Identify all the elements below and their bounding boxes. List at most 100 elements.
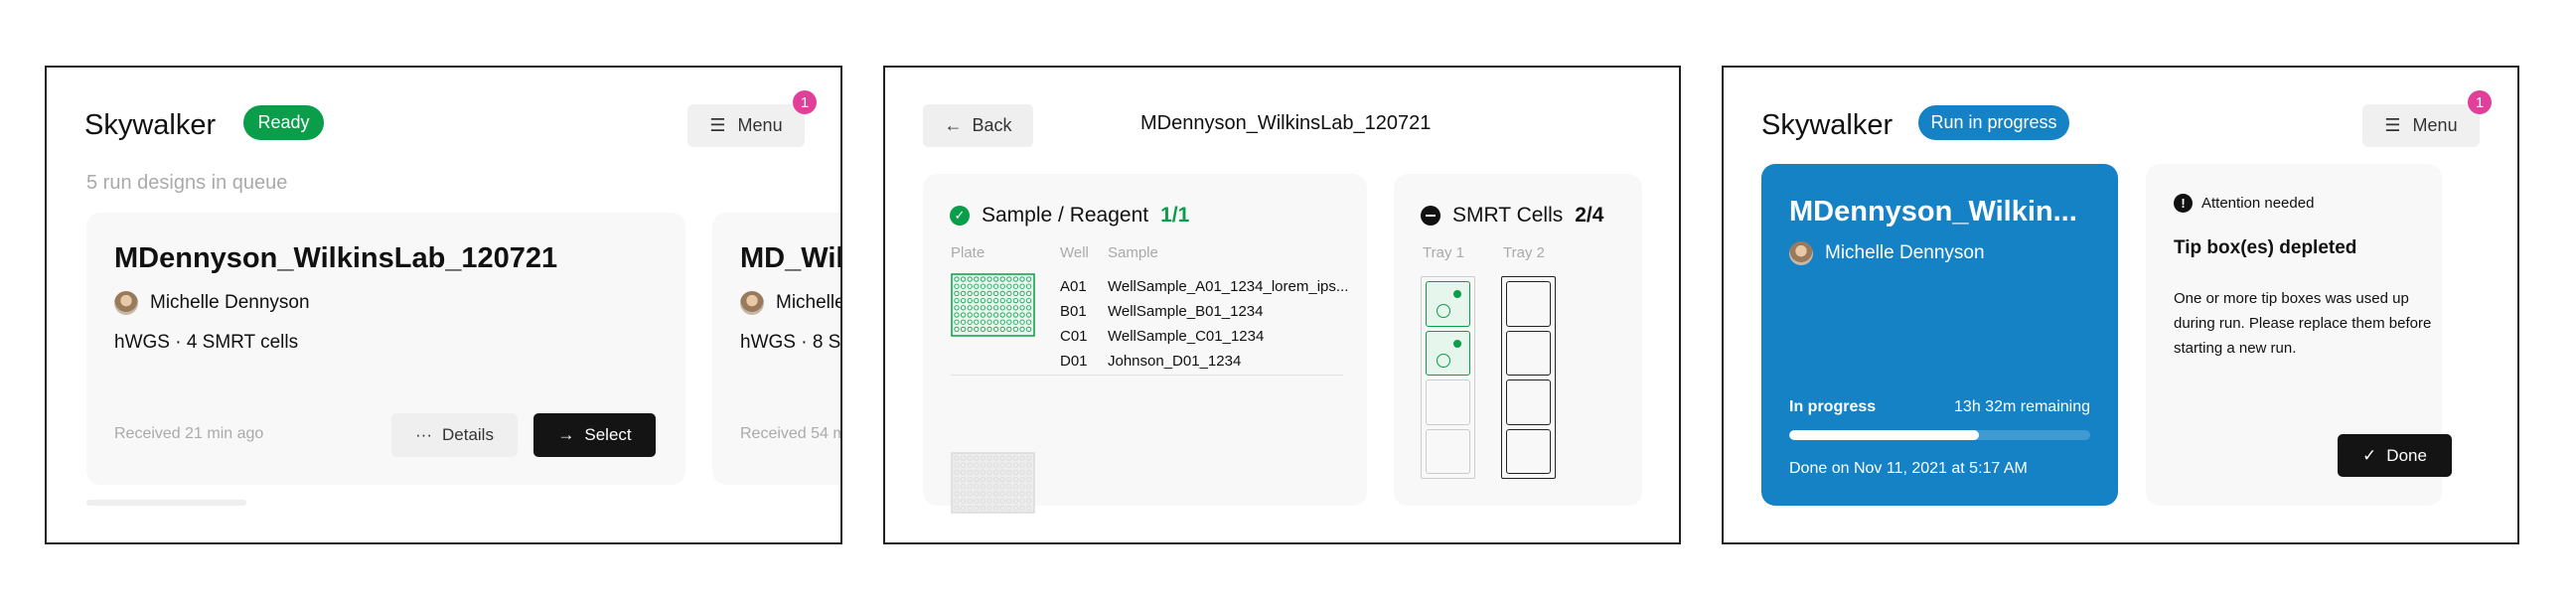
well-dot — [986, 484, 992, 490]
well-dot — [999, 476, 1005, 483]
well-dot — [1006, 305, 1012, 311]
arrow-left-icon: ← — [944, 115, 963, 135]
run-card[interactable]: MDennyson_WilkinsLab_120721 Michelle Den… — [86, 213, 685, 485]
well-dot — [1019, 498, 1025, 504]
run-details: hWGS · 8 SMRT cells — [740, 332, 841, 353]
plate-empty-icon[interactable] — [951, 452, 1035, 514]
well-dot — [1019, 319, 1025, 325]
run-owner: Michelle Dennyson — [740, 291, 840, 315]
well-dot — [999, 312, 1005, 318]
menu-button[interactable]: ☰Menu — [2362, 104, 2480, 147]
well-cell: C01 — [1060, 328, 1088, 345]
well-dot — [974, 312, 980, 318]
well-dot — [961, 297, 967, 304]
well-dot — [961, 276, 967, 282]
well-dot — [986, 469, 992, 475]
well-dot — [954, 312, 960, 318]
well-dot — [1019, 476, 1025, 483]
check-circle-icon: ✓ — [950, 206, 970, 226]
exclamation-icon: ! — [2174, 194, 2193, 213]
menu-button[interactable]: ☰Menu — [687, 104, 805, 147]
plate-loaded-icon[interactable] — [951, 273, 1035, 337]
smrt-header: SMRT Cells 2/4 — [1421, 204, 1603, 228]
well-dot — [967, 276, 973, 282]
smrt-cell-loaded[interactable] — [1426, 330, 1470, 376]
well-dot — [986, 498, 992, 504]
well-dot — [1026, 455, 1032, 461]
avatar — [740, 291, 764, 315]
select-button[interactable]: →Select — [533, 413, 656, 457]
well-dot — [974, 484, 980, 490]
screen-run-progress: Skywalker Run in progress ☰Menu 1 MDenny… — [1722, 66, 2519, 544]
time-remaining: 13h 32m remaining — [1954, 398, 2090, 415]
sample-cell: WellSample_C01_1234 — [1108, 328, 1265, 345]
well-dot — [954, 469, 960, 475]
well-dot — [980, 476, 986, 483]
well-dot — [986, 283, 992, 289]
well-dot — [986, 319, 992, 325]
well-dot — [992, 484, 999, 490]
well-dot — [967, 469, 973, 475]
well-dot — [986, 276, 992, 282]
well-dot — [1006, 290, 1012, 296]
notification-badge: 1 — [2468, 90, 2492, 114]
well-dot — [1006, 297, 1012, 304]
smrt-cell-icon — [1437, 353, 1450, 368]
app-title: Skywalker — [1761, 109, 1894, 141]
queue-count: 5 run designs in queue — [86, 172, 288, 194]
smrt-cell-loaded[interactable] — [1426, 281, 1470, 327]
well-dot — [992, 505, 999, 512]
well-dot — [992, 290, 999, 296]
smrt-cell-slot[interactable] — [1426, 380, 1470, 425]
run-card[interactable]: MD_Wilkins Michelle Dennyson hWGS · 8 SM… — [712, 213, 841, 485]
well-dot — [1006, 455, 1012, 461]
menu-label: Menu — [737, 115, 783, 135]
horizontal-scrollbar[interactable] — [86, 500, 246, 506]
well-dot — [986, 297, 992, 304]
received-time: Received 54 min ago — [740, 425, 840, 442]
screen-queue: Skywalker Ready ☰Menu 1 5 run designs in… — [45, 66, 842, 544]
well-dot — [1026, 326, 1032, 333]
hamburger-icon: ☰ — [2384, 115, 2401, 135]
smrt-cell-slot[interactable] — [1506, 428, 1551, 474]
well-dot — [1026, 498, 1032, 504]
well-dot — [986, 462, 992, 468]
well-dot — [954, 297, 960, 304]
well-dot — [961, 498, 967, 504]
well-dot — [1006, 484, 1012, 490]
well-dot — [1019, 469, 1025, 475]
well-dot — [980, 462, 986, 468]
well-dot — [961, 469, 967, 475]
well-dot — [1019, 505, 1025, 512]
tray-1[interactable] — [1421, 276, 1475, 479]
well-dot — [1026, 297, 1032, 304]
well-dot — [961, 484, 967, 490]
smrt-cell-slot[interactable] — [1506, 330, 1551, 376]
attention-label: !Attention needed — [2174, 194, 2314, 213]
well-dot — [980, 283, 986, 289]
smrt-cell-slot[interactable] — [1426, 428, 1470, 474]
run-progress-card[interactable]: MDennyson_Wilkin... Michelle Dennyson In… — [1761, 164, 2118, 506]
well-dot — [961, 326, 967, 333]
well-dot — [1012, 283, 1019, 289]
well-dot — [967, 498, 973, 504]
well-dot — [1006, 326, 1012, 333]
well-dot — [980, 491, 986, 497]
well-dot — [1012, 312, 1019, 318]
tray-2[interactable] — [1501, 276, 1556, 479]
smrt-cell-slot[interactable] — [1506, 281, 1551, 327]
well-cell: D01 — [1060, 353, 1088, 370]
screen-run-details: ←Back MDennyson_WilkinsLab_120721 ✓ Samp… — [883, 66, 1681, 544]
col-sample: Sample — [1108, 244, 1158, 261]
done-button[interactable]: ✓Done — [2338, 434, 2452, 477]
well-dot — [974, 498, 980, 504]
well-dot — [999, 283, 1005, 289]
well-dot — [954, 290, 960, 296]
smrt-cell-slot[interactable] — [1506, 380, 1551, 425]
details-button[interactable]: ···Details — [391, 413, 518, 457]
well-dot — [992, 283, 999, 289]
well-dot — [980, 505, 986, 512]
alert-body: One or more tip boxes was used up during… — [2174, 290, 2432, 357]
well-dot — [1012, 469, 1019, 475]
back-button[interactable]: ←Back — [923, 104, 1033, 147]
